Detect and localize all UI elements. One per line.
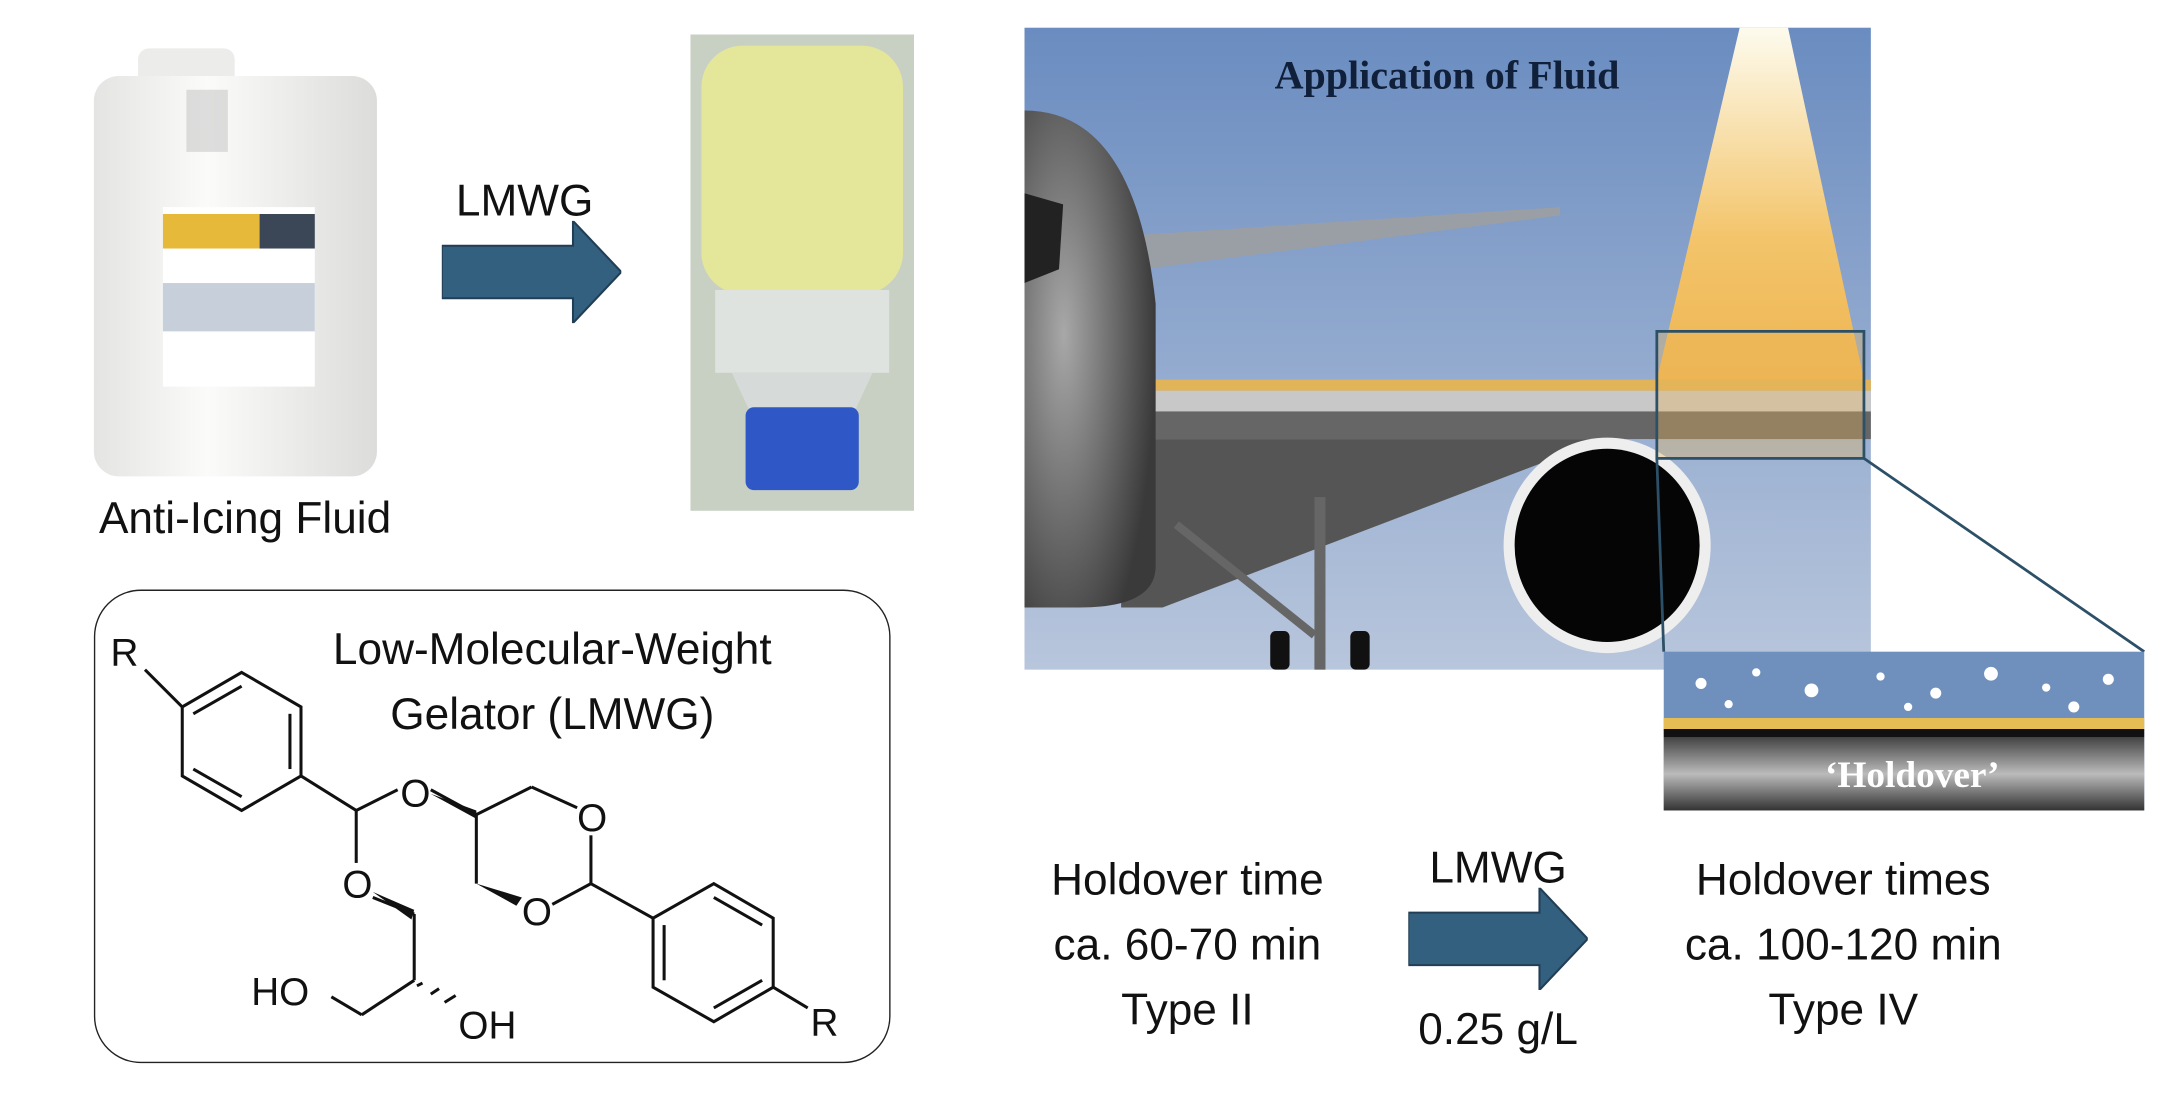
holdover-inset-label: ‘Holdover’ <box>1825 755 2000 796</box>
atom-o3: O <box>342 863 372 906</box>
anti-icing-fluid-container-image <box>93 48 377 477</box>
gelator-molecule-structure: R O O O O HO OH R <box>110 631 838 1047</box>
gelator-title-line1: Low-Molecular-Weight <box>332 624 772 674</box>
type-iv-line1: Holdover times <box>1695 854 1991 905</box>
lmwg-concentration-label: 0.25 g/L <box>1418 1003 1578 1054</box>
type-iv-line3: Type IV <box>1768 984 1919 1035</box>
atom-r-bottom: R <box>810 1002 838 1045</box>
illustration-title: Application of Fluid <box>1275 52 1620 97</box>
anti-icing-fluid-label: Anti-Icing Fluid <box>98 492 392 543</box>
right-arrow-icon <box>1408 887 1588 990</box>
type-ii-line1: Holdover time <box>1051 854 1324 905</box>
aircraft-fluid-application-illustration: Application of Fluid ‘Holdover’ <box>1024 27 2146 811</box>
type-ii-line3: Type II <box>1121 984 1254 1035</box>
lmwg-arrow-label-top: LMWG <box>455 175 594 226</box>
right-arrow-icon <box>441 220 622 324</box>
gel-vial-image <box>690 34 915 511</box>
atom-r-top: R <box>110 631 138 674</box>
gelator-structure-box <box>93 589 891 1064</box>
atom-o1: O <box>400 772 430 815</box>
type-ii-line2: ca. 60-70 min <box>1053 919 1322 970</box>
type-ii-holdover-text: Holdover time ca. 60-70 min Type II <box>994 848 1381 1043</box>
gelator-title-line2: Gelator (LMWG) <box>390 688 715 739</box>
type-iv-line2: ca. 100-120 min <box>1684 919 2002 970</box>
type-iv-holdover-text: Holdover times ca. 100-120 min Type IV <box>1629 848 2057 1043</box>
atom-o4: O <box>522 891 552 934</box>
atom-o2: O <box>577 797 607 840</box>
atom-oh: OH <box>458 1004 516 1047</box>
atom-ho: HO <box>251 971 309 1014</box>
lmwg-bottom-arrow-label: LMWG <box>1429 842 1567 892</box>
